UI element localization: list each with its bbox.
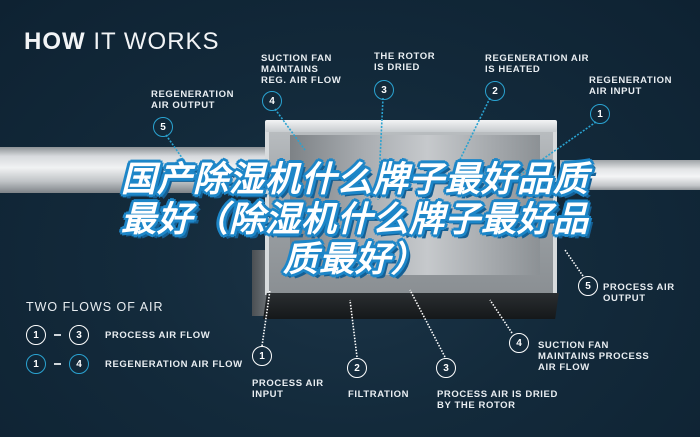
- legend-process-label: PROCESS AIR FLOW: [105, 329, 211, 341]
- title-rest: IT WORKS: [93, 28, 220, 55]
- callout-process-1-badge: 1: [252, 346, 272, 366]
- dehumidifier-internals: [290, 135, 540, 275]
- legend-row-regeneration: 1 4 REGENERATION AIR FLOW: [26, 354, 243, 374]
- regeneration-duct-left: [0, 147, 280, 193]
- legend-dash: [54, 334, 61, 336]
- callout-regeneration-2-badge: 2: [485, 81, 505, 101]
- legend-regeneration-to-badge: 4: [69, 354, 89, 374]
- callout-regeneration-heated-label: REGENERATION AIR IS HEATED: [485, 53, 590, 75]
- callout-regeneration-1-badge: 1: [590, 104, 610, 124]
- dehumidifier-top-frame: [265, 120, 557, 132]
- legend-dash: [54, 363, 61, 365]
- legend-regeneration-from-badge: 1: [26, 354, 46, 374]
- callout-process-air-input-label: PROCESS AIR INPUT: [252, 378, 324, 400]
- callout-process-air-output-label: PROCESS AIR OUTPUT: [603, 282, 675, 304]
- callout-regeneration-4-badge: 4: [262, 91, 282, 111]
- legend-regeneration-label: REGENERATION AIR FLOW: [105, 358, 243, 370]
- callout-regeneration-3-badge: 3: [374, 80, 394, 100]
- callout-rotor-dried-label: THE ROTOR IS DRIED: [374, 51, 436, 73]
- callout-regeneration-5-badge: 5: [153, 117, 173, 137]
- page-title: HOW IT WORKS: [24, 28, 220, 56]
- callout-regeneration-air-output-label: REGENERATION AIR OUTPUT: [151, 89, 235, 111]
- callout-filtration-label: FILTRATION: [348, 389, 410, 400]
- callout-process-suction-fan-label: SUCTION FAN MAINTAINS PROCESS AIR FLOW: [538, 340, 650, 373]
- callout-process-dried-label: PROCESS AIR IS DRIED BY THE ROTOR: [437, 389, 558, 411]
- callout-process-3-badge: 3: [436, 358, 456, 378]
- title-bold: HOW: [24, 28, 86, 55]
- dehumidifier-base: [263, 293, 559, 319]
- callout-process-2-badge: 2: [347, 358, 367, 378]
- legend: 1 3 PROCESS AIR FLOW 1 4 REGENERATION AI…: [26, 325, 243, 374]
- callout-regeneration-air-input-label: REGENERATION AIR INPUT: [589, 75, 673, 97]
- legend-process-from-badge: 1: [26, 325, 46, 345]
- legend-row-process: 1 3 PROCESS AIR FLOW: [26, 325, 243, 345]
- legend-title: TWO FLOWS OF AIR: [26, 300, 164, 314]
- legend-process-to-badge: 3: [69, 325, 89, 345]
- headline-overlay: 国产除湿机什么牌子最好品质最好（除湿机什么牌子最好品质最好）: [120, 160, 589, 280]
- callout-process-4-badge: 4: [509, 333, 529, 353]
- callout-process-5-badge: 5: [578, 276, 598, 296]
- callout-regeneration-suction-fan-label: SUCTION FAN MAINTAINS REG. AIR FLOW: [261, 53, 342, 86]
